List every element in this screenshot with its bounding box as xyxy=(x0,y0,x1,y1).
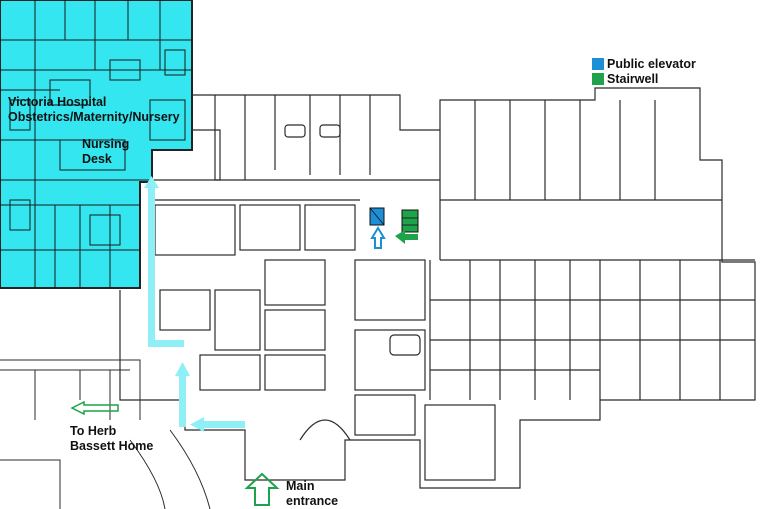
main-entrance-label-line1: Main xyxy=(286,479,315,493)
maternity-ward-area xyxy=(0,0,193,289)
building-walls xyxy=(119,87,756,489)
legend-elevator-swatch xyxy=(592,58,604,70)
entrance-arrow-icon xyxy=(244,472,280,506)
route-arrow-icon xyxy=(144,176,245,432)
main-entrance-label-line2: entrance xyxy=(286,494,339,508)
herb-bassett-label-line2: Bassett Home xyxy=(70,439,154,453)
elevator-icon xyxy=(369,207,386,249)
herb-arrow-icon xyxy=(70,400,119,416)
legend-elevator-label: Public elevator xyxy=(607,57,696,71)
maternity-label-line2: Obstetrics/Maternity/Nursery xyxy=(8,110,180,124)
herb-bassett-label-line1: To Herb xyxy=(70,424,117,438)
nursing-desk-label-line2: Desk xyxy=(82,152,112,166)
stairwell-icon xyxy=(395,209,419,244)
legend-stairwell-label: Stairwell xyxy=(607,72,659,86)
legend-stairwell-swatch xyxy=(592,73,604,85)
maternity-label-line1: Victoria Hospital xyxy=(8,95,107,109)
west-wing-walls xyxy=(0,359,211,509)
nursing-desk-label-line1: Nursing xyxy=(82,137,130,151)
